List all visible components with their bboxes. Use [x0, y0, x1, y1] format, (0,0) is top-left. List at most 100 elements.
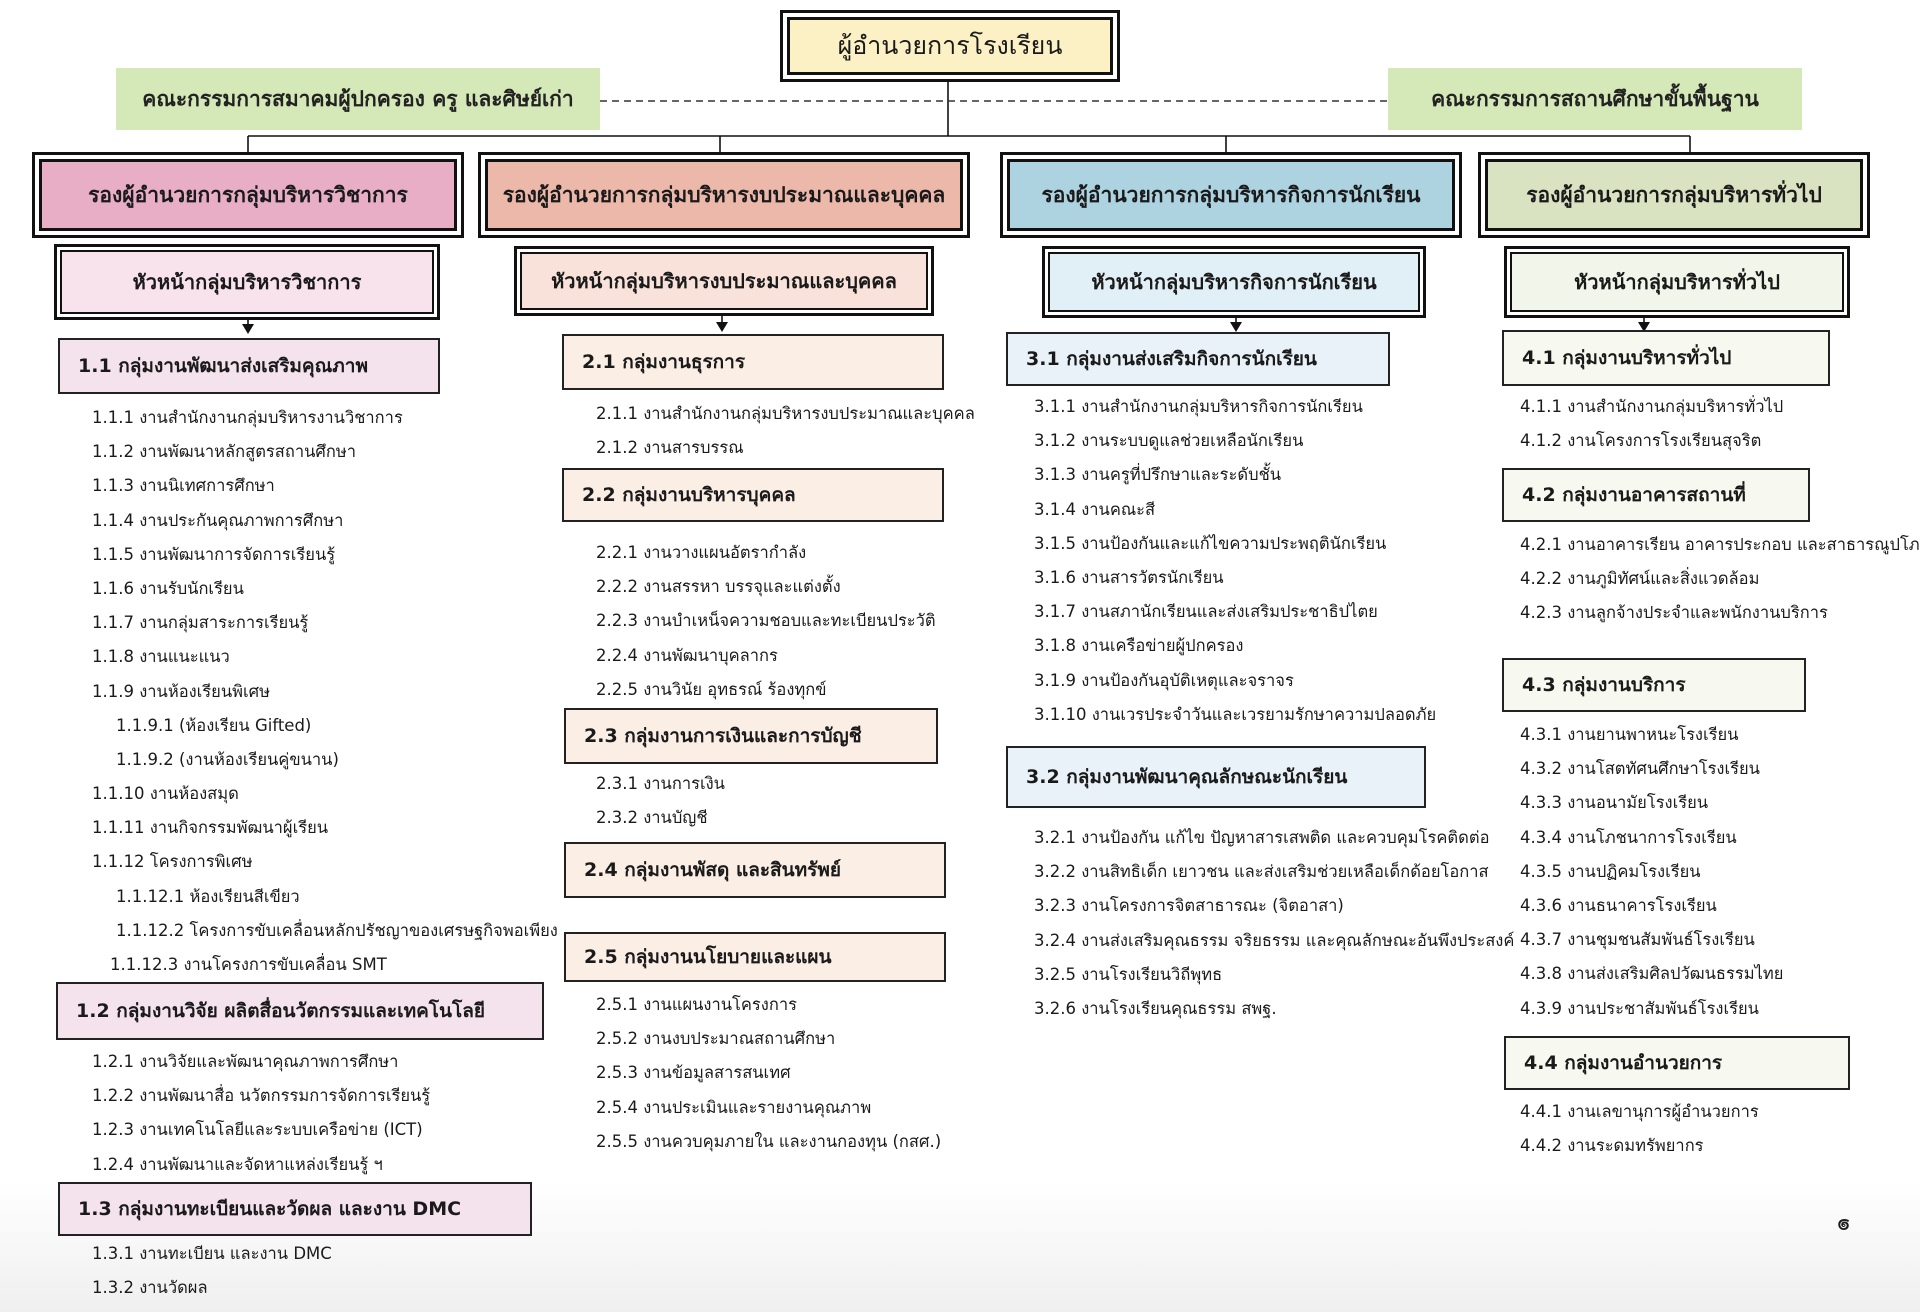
head-academic-title: หัวหน้ากลุ่มบริหารวิชาการ [60, 250, 434, 314]
deputy-student-affairs-title: รองผู้อำนวยการกลุ่มบริหารกิจการนักเรียน [1007, 159, 1455, 231]
list-item: 3.1.9 งานป้องกันอุบัติเหตุและจราจร [1034, 670, 1294, 690]
list-item: 2.2.5 งานวินัย อุทธรณ์ ร้องทุกข์ [596, 679, 827, 699]
group-4-2: 4.2 กลุ่มงานอาคารสถานที่ [1502, 468, 1810, 522]
head-academic-box: หัวหน้ากลุ่มบริหารวิชาการ [54, 244, 440, 320]
list-item: 2.5.2 งานงบประมาณสถานศึกษา [596, 1029, 836, 1049]
list-item: 3.2.1 งานป้องกัน แก้ไข ปัญหาสารเสพติด แล… [1034, 828, 1490, 847]
list-1-1: 1.1.1 งานสำนักงานกลุ่มบริหารงานวิชาการ 1… [92, 401, 558, 982]
head-general-admin-box: หัวหน้ากลุ่มบริหารทั่วไป [1504, 246, 1850, 318]
list-item: 1.1.8 งานแนะแนว [92, 647, 230, 667]
deputy-student-affairs-box: รองผู้อำนวยการกลุ่มบริหารกิจการนักเรียน [1000, 152, 1462, 238]
list-item: 3.2.2 งานสิทธิเด็ก เยาวชน และส่งเสริมช่ว… [1034, 862, 1489, 882]
head-general-admin-title: หัวหน้ากลุ่มบริหารทั่วไป [1510, 252, 1844, 312]
list-item: 1.1.12.2 โครงการขับเคลื่อนหลักปรัชญาของเ… [116, 920, 558, 940]
list-item: 4.3.8 งานส่งเสริมศิลปวัฒนธรรมไทย [1520, 964, 1784, 984]
list-item: 4.3.9 งานประชาสัมพันธ์โรงเรียน [1520, 998, 1759, 1018]
group-2-4: 2.4 กลุ่มงานพัสดุ และสินทรัพย์ [564, 842, 946, 898]
list-item: 3.2.6 งานโรงเรียนคุณธรรม สพฐ. [1034, 998, 1277, 1018]
list-item: 3.1.3 งานครูที่ปรึกษาและระดับชั้น [1034, 465, 1282, 485]
deputy-budget-personnel-title: รองผู้อำนวยการกลุ่มบริหารงบประมาณและบุคค… [485, 159, 963, 231]
list-item: 2.2.1 งานวางแผนอัตรากำลัง [596, 543, 807, 562]
list-item: 1.1.9 งานห้องเรียนพิเศษ [92, 681, 270, 701]
list-item: 1.2.4 งานพัฒนาและจัดหาแหล่งเรียนรู้ ฯ [92, 1154, 383, 1174]
list-item: 1.1.2 งานพัฒนาหลักสูตรสถานศึกษา [92, 442, 356, 462]
list-3-1: 3.1.1 งานสำนักงานกลุ่มบริหารกิจการนักเรี… [1034, 390, 1436, 732]
head-budget-personnel-title: หัวหน้ากลุ่มบริหารงบประมาณและบุคคล [520, 252, 928, 310]
list-item: 3.2.4 งานส่งเสริมคุณธรรม จริยธรรม และคุณ… [1034, 930, 1515, 950]
list-item: 2.5.5 งานควบคุมภายใน และงานกองทุน (กสศ.) [596, 1131, 942, 1151]
group-1-3: 1.3 กลุ่มงานทะเบียนและวัดผล และงาน DMC [58, 1182, 532, 1236]
list-item: 1.1.4 งานประกันคุณภาพการศึกษา [92, 510, 344, 530]
list-1-2: 1.2.1 งานวิจัยและพัฒนาคุณภาพการศึกษา 1.2… [92, 1045, 430, 1182]
list-item: 4.3.1 งานยานพาหนะโรงเรียน [1520, 725, 1739, 744]
list-3-2: 3.2.1 งานป้องกัน แก้ไข ปัญหาสารเสพติด แล… [1034, 821, 1514, 1026]
list-item: 3.1.4 งานคณะสี [1034, 499, 1156, 519]
list-item: 1.3.2 งานวัดผล [92, 1278, 208, 1298]
list-item: 2.2.3 งานบำเหน็จความชอบและทะเบียนประวัติ [596, 611, 936, 631]
group-4-1: 4.1 กลุ่มงานบริหารทั่วไป [1502, 330, 1830, 386]
list-item: 2.3.1 งานการเงิน [596, 774, 725, 793]
deputy-budget-personnel-box: รองผู้อำนวยการกลุ่มบริหารงบประมาณและบุคค… [478, 152, 970, 238]
list-item: 4.2.1 งานอาคารเรียน อาคารประกอบ และสาธาร… [1520, 535, 1920, 554]
list-item: 4.2.3 งานลูกจ้างประจำและพนักงานบริการ [1520, 603, 1828, 623]
list-item: 4.3.4 งานโภชนาการโรงเรียน [1520, 827, 1737, 847]
director-box: ผู้อำนวยการโรงเรียน [780, 10, 1120, 82]
head-student-affairs-title: หัวหน้ากลุ่มบริหารกิจการนักเรียน [1048, 252, 1420, 312]
committee-parents-teachers-alumni: คณะกรรมการสมาคมผู้ปกครอง ครู และศิษย์เก่… [116, 68, 600, 130]
list-item: 4.1.1 งานสำนักงานกลุ่มบริหารทั่วไป [1520, 397, 1784, 416]
list-item: 2.2.2 งานสรรหา บรรจุและแต่งตั้ง [596, 577, 841, 597]
group-2-2: 2.2 กลุ่มงานบริหารบุคคล [562, 468, 944, 522]
list-item: 1.1.1 งานสำนักงานกลุ่มบริหารงานวิชาการ [92, 408, 403, 427]
list-4-3: 4.3.1 งานยานพาหนะโรงเรียน 4.3.2 งานโสตทั… [1520, 718, 1783, 1026]
list-item: 4.3.6 งานธนาคารโรงเรียน [1520, 895, 1717, 915]
list-item: 2.5.4 งานประเมินและรายงานคุณภาพ [596, 1097, 872, 1117]
list-item: 1.3.1 งานทะเบียน และงาน DMC [92, 1244, 332, 1263]
group-2-3: 2.3 กลุ่มงานการเงินและการบัญชี [564, 708, 938, 764]
list-item: 2.5.3 งานข้อมูลสารสนเทศ [596, 1063, 791, 1083]
list-item: 4.1.2 งานโครงการโรงเรียนสุจริต [1520, 431, 1762, 451]
list-2-1: 2.1.1 งานสำนักงานกลุ่มบริหารงบประมาณและบ… [596, 397, 975, 465]
list-item: 1.1.12.3 งานโครงการขับเคลื่อน SMT [110, 955, 387, 974]
list-item: 4.3.7 งานชุมชนสัมพันธ์โรงเรียน [1520, 930, 1755, 950]
list-item: 1.1.11 งานกิจกรรมพัฒนาผู้เรียน [92, 818, 329, 838]
list-item: 1.1.9.2 (งานห้องเรียนคู่ขนาน) [116, 749, 339, 769]
deputy-academic-box: รองผู้อำนวยการกลุ่มบริหารวิชาการ [32, 152, 464, 238]
group-4-3: 4.3 กลุ่มงานบริการ [1502, 658, 1806, 712]
list-4-2: 4.2.1 งานอาคารเรียน อาคารประกอบ และสาธาร… [1520, 528, 1920, 631]
list-item: 1.1.3 งานนิเทศการศึกษา [92, 476, 275, 496]
list-item: 4.3.5 งานปฏิคมโรงเรียน [1520, 861, 1701, 881]
committee-basic-education: คณะกรรมการสถานศึกษาขั้นพื้นฐาน [1388, 68, 1802, 130]
list-item: 1.1.10 งานห้องสมุด [92, 784, 239, 804]
list-item: 1.1.7 งานกลุ่มสาระการเรียนรู้ [92, 613, 309, 633]
list-item: 2.2.4 งานพัฒนาบุคลากร [596, 645, 778, 665]
list-item: 2.1.1 งานสำนักงานกลุ่มบริหารงบประมาณและบ… [596, 404, 975, 423]
list-item: 3.2.3 งานโครงการจิตสาธารณะ (จิตอาสา) [1034, 896, 1344, 916]
list-item: 3.2.5 งานโรงเรียนวิถีพุทธ [1034, 964, 1223, 984]
list-item: 4.2.2 งานภูมิทัศน์และสิ่งแวดล้อม [1520, 569, 1760, 589]
list-4-1: 4.1.1 งานสำนักงานกลุ่มบริหารทั่วไป 4.1.2… [1520, 390, 1783, 458]
list-item: 3.1.7 งานสภานักเรียนและส่งเสริมประชาธิปไ… [1034, 602, 1378, 622]
list-item: 3.1.10 งานเวรประจำวันและเวรยามรักษาความป… [1034, 704, 1437, 724]
list-item: 3.1.6 งานสารวัตรนักเรียน [1034, 567, 1224, 587]
list-item: 1.1.6 งานรับนักเรียน [92, 578, 244, 598]
list-1-3: 1.3.1 งานทะเบียน และงาน DMC 1.3.2 งานวัด… [92, 1237, 332, 1305]
group-3-1: 3.1 กลุ่มงานส่งเสริมกิจการนักเรียน [1006, 332, 1390, 386]
list-item: 1.1.5 งานพัฒนาการจัดการเรียนรู้ [92, 544, 336, 564]
list-item: 2.3.2 งานบัญชี [596, 808, 708, 828]
list-item: 1.1.12 โครงการพิเศษ [92, 852, 253, 872]
group-2-1: 2.1 กลุ่มงานธุรการ [562, 334, 944, 390]
deputy-general-admin-box: รองผู้อำนวยการกลุ่มบริหารทั่วไป [1478, 152, 1870, 238]
list-item: 3.1.8 งานเครือข่ายผู้ปกครอง [1034, 636, 1244, 656]
list-item: 1.2.1 งานวิจัยและพัฒนาคุณภาพการศึกษา [92, 1052, 399, 1071]
list-item: 4.3.3 งานอนามัยโรงเรียน [1520, 793, 1709, 813]
list-item: 4.4.1 งานเลขานุการผู้อำนวยการ [1520, 1102, 1759, 1121]
group-1-1: 1.1 กลุ่มงานพัฒนาส่งเสริมคุณภาพ [58, 338, 440, 394]
group-3-2: 3.2 กลุ่มงานพัฒนาคุณลักษณะนักเรียน [1006, 746, 1426, 808]
group-2-5: 2.5 กลุ่มงานนโยบายและแผน [564, 932, 946, 982]
list-item: 2.1.2 งานสารบรรณ [596, 438, 744, 458]
list-2-2: 2.2.1 งานวางแผนอัตรากำลัง 2.2.2 งานสรรหา… [596, 536, 936, 707]
list-item: 4.4.2 งานระดมทรัพยากร [1520, 1136, 1704, 1156]
head-budget-personnel-box: หัวหน้ากลุ่มบริหารงบประมาณและบุคคล [514, 246, 934, 316]
list-item: 1.2.3 งานเทคโนโลยีและระบบเครือข่าย (ICT) [92, 1120, 423, 1140]
